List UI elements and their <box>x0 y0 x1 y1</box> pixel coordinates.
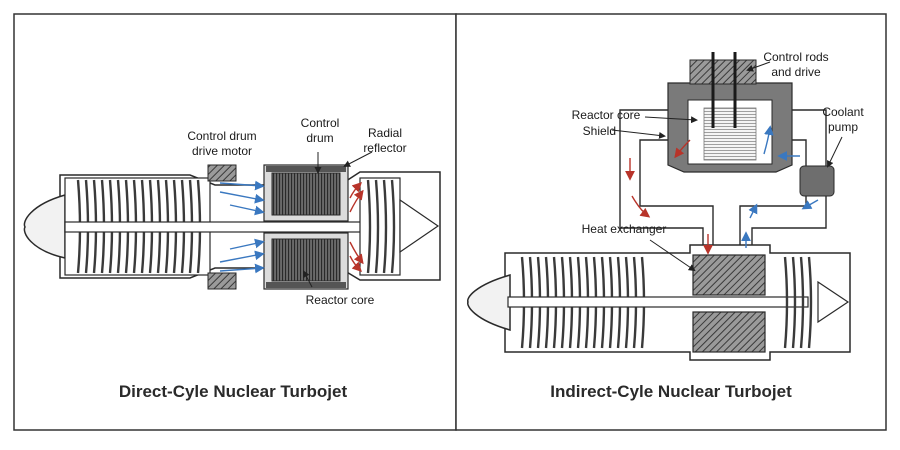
control-drum-bottom <box>266 282 346 288</box>
label-drive-motor-2: drive motor <box>192 144 252 158</box>
label-reactor-core-right: Reactor core <box>572 108 641 122</box>
hot-pipe-inner <box>639 139 714 256</box>
turbine-blades-right <box>783 256 813 349</box>
cool-pipe-inner-top <box>792 139 807 168</box>
control-drum-top <box>266 166 346 172</box>
shaft <box>64 221 371 233</box>
label-pump-2: pump <box>828 120 858 134</box>
label-rods-1: Control rods <box>763 50 828 64</box>
cool-flow-arrows-right <box>741 125 819 248</box>
left-leaders <box>303 151 373 288</box>
exhaust-cone <box>399 198 440 254</box>
label-reflector-2: reflector <box>363 141 406 155</box>
indirect-cycle-engine <box>467 52 851 361</box>
right-leaders <box>611 61 843 272</box>
exhaust-cone-right <box>817 280 850 324</box>
shaft-right <box>507 296 809 308</box>
label-drive-motor-1: Control drum <box>187 129 256 143</box>
drive-motor-top <box>207 164 237 182</box>
label-reflector-1: Radial <box>368 126 402 140</box>
nose-spinner-right <box>467 274 511 331</box>
drive-motor-bottom <box>207 272 237 290</box>
heat-exchanger-bottom <box>692 311 766 353</box>
turbine-blades <box>366 179 396 274</box>
coolant-pump <box>799 165 835 197</box>
nose-spinner <box>23 194 66 259</box>
label-shield: Shield <box>583 124 616 138</box>
hot-flow-arrows <box>349 182 364 272</box>
caption-direct-cycle: Direct-Cyle Nuclear Turbojet <box>119 382 348 401</box>
label-pump-1: Coolant <box>822 105 864 119</box>
cool-flow-arrows <box>219 180 265 274</box>
right-panel <box>455 13 887 431</box>
caption-indirect-cycle: Indirect-Cyle Nuclear Turbojet <box>550 382 792 401</box>
label-drum-1: Control <box>301 116 340 130</box>
control-rod-drive <box>689 59 757 85</box>
label-drum-2: drum <box>306 131 333 145</box>
label-heat-exchanger: Heat exchanger <box>582 222 667 236</box>
label-rods-2: and drive <box>771 65 821 79</box>
cool-pipe-outer-top <box>792 109 827 168</box>
hot-pipe-outer <box>619 109 704 256</box>
label-reactor-core-left: Reactor core <box>306 293 375 307</box>
cool-pipe-outer-bottom <box>751 196 827 256</box>
direct-cycle-engine <box>23 151 441 290</box>
heat-exchanger-top <box>692 254 766 296</box>
hot-flow-arrows-right <box>625 139 713 255</box>
reactor-core-top <box>271 172 341 216</box>
